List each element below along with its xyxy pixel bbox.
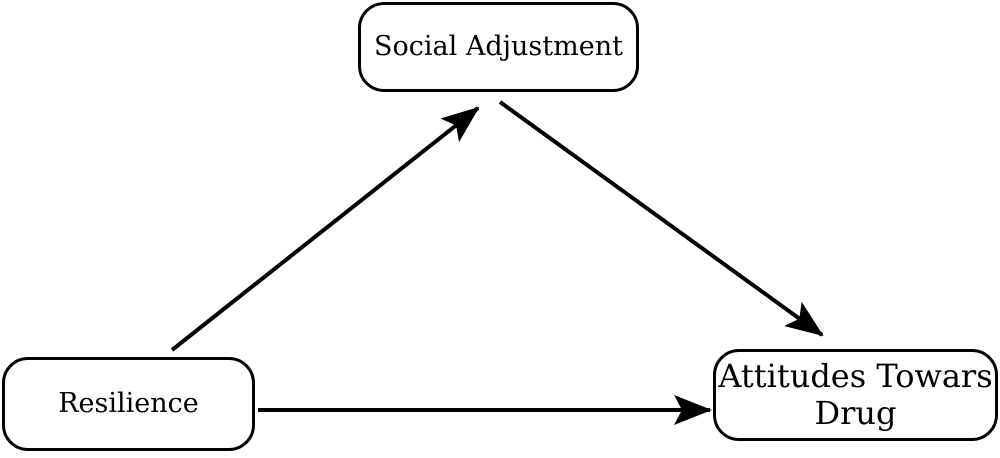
- node-resilience: Resilience: [2, 357, 255, 451]
- node-attitudes-label-line2: Drug: [814, 394, 897, 432]
- node-resilience-label: Resilience: [58, 388, 199, 420]
- arrow-social-adjustment-to-attitudes: [498, 100, 824, 337]
- node-social-adjustment-label: Social Adjustment: [374, 31, 623, 63]
- node-attitudes-label-line1: Attitudes Towars: [718, 357, 993, 396]
- node-social-adjustment: Social Adjustment: [358, 2, 639, 92]
- arrow-resilience-to-social-adjustment: [170, 106, 480, 352]
- node-attitudes-towards-drug: Attitudes Towars Drug: [713, 349, 998, 441]
- node-attitudes-label: Attitudes Towars Drug: [718, 358, 992, 432]
